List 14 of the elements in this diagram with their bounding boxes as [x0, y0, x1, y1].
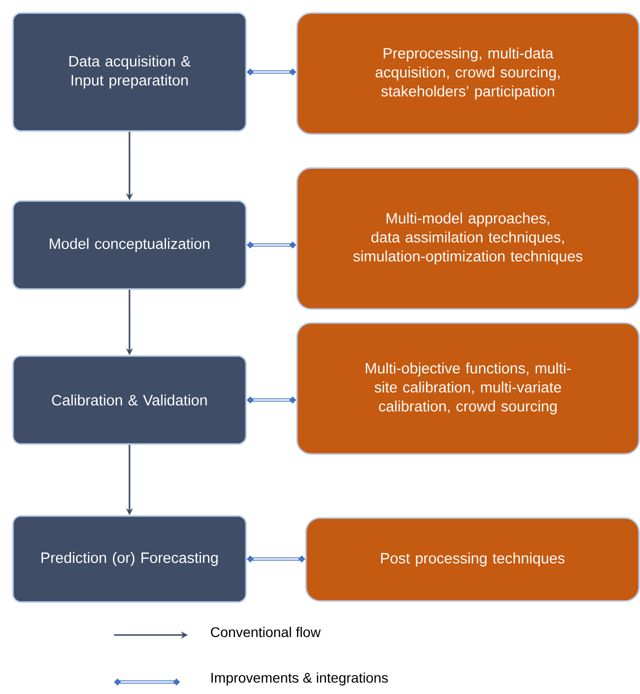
improvement-box: Multi-model approaches, data assimilation techniques, simulation-optimization techniques	[296, 167, 640, 310]
improvement-box: Post processing techniques	[305, 517, 640, 602]
link-line	[246, 396, 296, 404]
process-box: Prediction (or) Forecasting	[12, 515, 247, 603]
process-box: Model conceptualization	[12, 200, 247, 290]
link-line	[246, 242, 296, 249]
improvement-box: Preprocessing, multi-data acquisition, crowd sourcing, stakeholders’ participation	[296, 12, 640, 135]
process-box: Data acquisition & Input preparatiton	[12, 12, 247, 132]
link-line	[246, 556, 306, 562]
improvement-box: Multi-objective functions, multi-site calibration, multi-variate calibration, crowd sourcing	[296, 322, 640, 455]
legend-text: Improvements & integrations	[211, 672, 388, 686]
link-line	[246, 68, 296, 76]
process-box: Calibration & Validation	[12, 355, 247, 445]
legend-text: Conventional flow	[210, 626, 321, 638]
